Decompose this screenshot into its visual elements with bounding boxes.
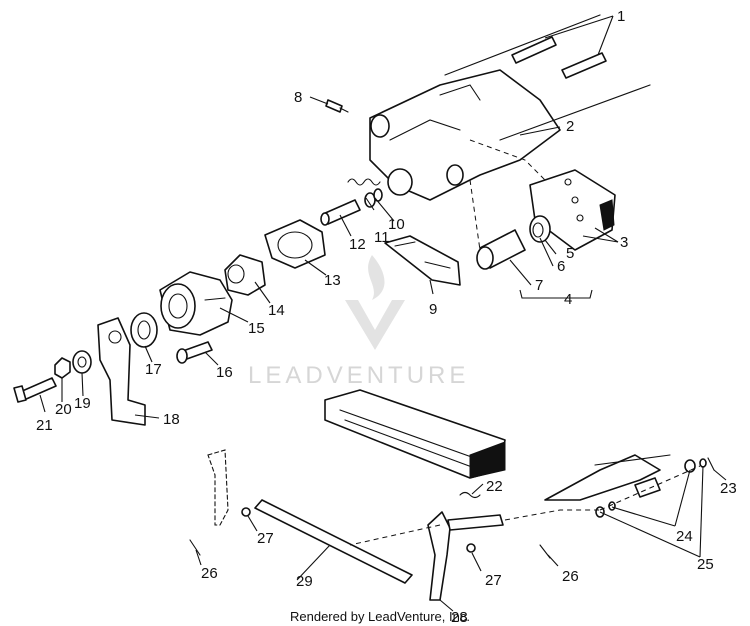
callout-9: 9 — [429, 301, 437, 318]
leader-lines — [39, 15, 727, 612]
spring-22 — [459, 491, 481, 499]
callout-26-left: 26 — [201, 565, 218, 582]
fasteners — [13, 350, 92, 403]
bolt — [176, 341, 213, 364]
callout-3: 3 — [620, 234, 628, 251]
callout-23: 23 — [720, 480, 737, 497]
spring-assembly — [320, 178, 383, 226]
callout-19: 19 — [74, 395, 91, 412]
callout-21: 21 — [36, 417, 53, 434]
brake-lever — [97, 317, 146, 426]
callout-13: 13 — [324, 272, 341, 289]
callout-4: 4 — [564, 291, 572, 308]
callout-1: 1 — [617, 8, 625, 25]
footrest-frame — [324, 389, 506, 479]
callout-17: 17 — [145, 361, 162, 378]
callout-12: 12 — [349, 236, 366, 253]
callout-16: 16 — [216, 364, 233, 381]
callout-numbers: 1 2 3 4 5 6 7 8 9 10 11 12 13 14 15 16 1… — [36, 8, 737, 626]
callout-5: 5 — [566, 245, 574, 262]
master-cylinder — [369, 14, 651, 201]
callout-22: 22 — [486, 478, 503, 495]
callout-2: 2 — [566, 118, 574, 135]
pins — [511, 36, 607, 79]
callout-26-right: 26 — [562, 568, 579, 585]
dashed-guides — [349, 139, 701, 546]
credit-text: Rendered by LeadVenture, Inc. — [290, 609, 470, 624]
callout-20: 20 — [55, 401, 72, 418]
callout-7: 7 — [535, 277, 543, 294]
callout-27-right: 27 — [485, 572, 502, 589]
callout-28: 28 — [451, 609, 468, 626]
callout-18: 18 — [163, 411, 180, 428]
callout-6: 6 — [557, 258, 565, 275]
callout-27-left: 27 — [257, 530, 274, 547]
right-footrest — [544, 454, 707, 518]
callout-24: 24 — [676, 528, 693, 545]
watermark-logo — [345, 255, 405, 350]
brake-rod — [254, 499, 413, 584]
callout-10: 10 — [388, 216, 405, 233]
bleeder-screw — [325, 99, 349, 113]
callout-15: 15 — [248, 320, 265, 337]
cam — [224, 254, 266, 296]
callout-25: 25 — [697, 556, 714, 573]
piston — [476, 229, 526, 270]
pedal-bracket — [207, 449, 251, 526]
callout-8: 8 — [294, 89, 302, 106]
spring-clip — [384, 235, 461, 286]
housing — [159, 271, 233, 336]
brake-pedal — [427, 511, 504, 601]
watermark-text: LEADVENTURE — [248, 362, 469, 389]
gasket — [264, 219, 326, 269]
callout-11: 11 — [374, 229, 390, 246]
caliper-bracket — [529, 169, 616, 251]
callout-14: 14 — [268, 302, 285, 319]
washer — [130, 312, 158, 348]
callout-29: 29 — [296, 573, 313, 590]
